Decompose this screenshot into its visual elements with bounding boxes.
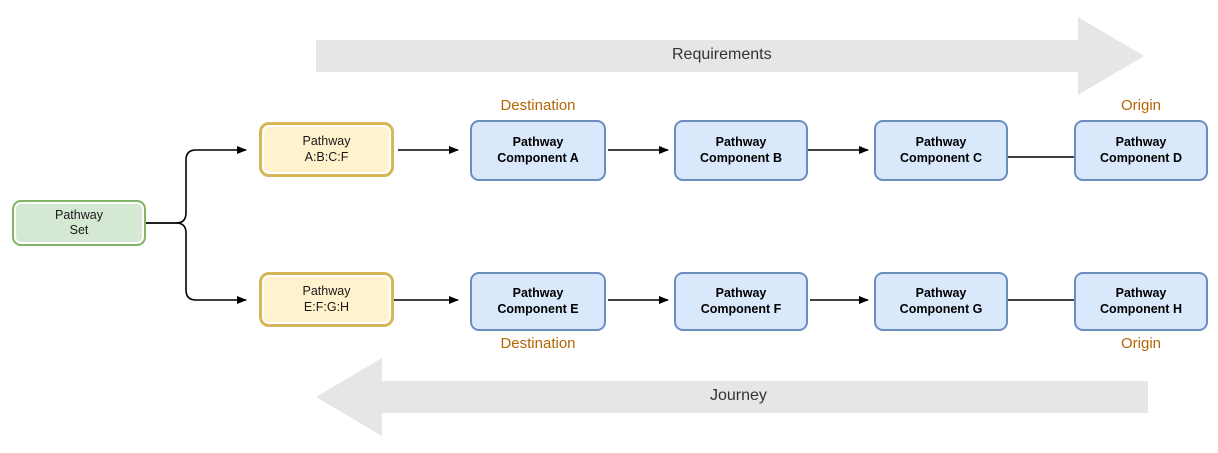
annotation-bottom-origin: Origin <box>1120 335 1161 352</box>
node-component-c[interactable]: Pathway Component C <box>874 120 1008 181</box>
node-pathway-efgh-line2: E:F:G:H <box>303 299 350 314</box>
edge-root-split <box>146 146 247 304</box>
node-component-b-line2: Component B <box>700 150 782 165</box>
journey-label: Journey <box>710 387 767 404</box>
node-component-f[interactable]: Pathway Component F <box>674 272 808 331</box>
node-component-f-line1: Pathway <box>715 286 767 301</box>
node-component-g-line2: Component G <box>899 301 983 316</box>
node-pathway-set-line2: Set <box>69 223 89 237</box>
node-component-e-line1: Pathway <box>512 286 564 301</box>
node-component-h-line1: Pathway <box>1115 286 1167 301</box>
node-component-d-line1: Pathway <box>1115 135 1167 150</box>
node-component-d-line2: Component D <box>1100 150 1182 165</box>
requirements-band <box>316 17 1144 95</box>
node-pathway-abcf-line2: A:B:C:F <box>304 149 349 164</box>
node-pathway-abcf-line1: Pathway <box>302 134 351 149</box>
node-pathway-abcf[interactable]: Pathway A:B:C:F <box>259 122 394 177</box>
node-component-g-line1: Pathway <box>915 286 967 301</box>
journey-band <box>316 358 1148 436</box>
node-component-c-line2: Component C <box>900 150 982 165</box>
node-component-e[interactable]: Pathway Component E <box>470 272 606 331</box>
node-component-h-line2: Component H <box>1100 301 1182 316</box>
node-pathway-efgh-line1: Pathway <box>302 284 351 299</box>
node-component-a-line1: Pathway <box>512 135 564 150</box>
node-component-a-line2: Component A <box>497 150 579 165</box>
annotation-top-destination: Destination <box>500 97 576 114</box>
node-component-e-line2: Component E <box>497 301 579 316</box>
node-component-g[interactable]: Pathway Component G <box>874 272 1008 331</box>
node-component-b-line1: Pathway <box>715 135 767 150</box>
annotation-top-origin: Origin <box>1120 97 1161 114</box>
node-pathway-efgh[interactable]: Pathway E:F:G:H <box>259 272 394 327</box>
node-component-d[interactable]: Pathway Component D <box>1074 120 1208 181</box>
node-component-a[interactable]: Pathway Component A <box>470 120 606 181</box>
node-component-f-line2: Component F <box>700 301 782 316</box>
annotation-bottom-destination: Destination <box>500 335 576 352</box>
requirements-label: Requirements <box>672 46 772 63</box>
node-component-c-line1: Pathway <box>915 135 967 150</box>
node-component-h[interactable]: Pathway Component H <box>1074 272 1208 331</box>
node-component-b[interactable]: Pathway Component B <box>674 120 808 181</box>
node-pathway-set[interactable]: Pathway Set <box>12 200 146 246</box>
node-pathway-set-line1: Pathway <box>55 207 103 222</box>
